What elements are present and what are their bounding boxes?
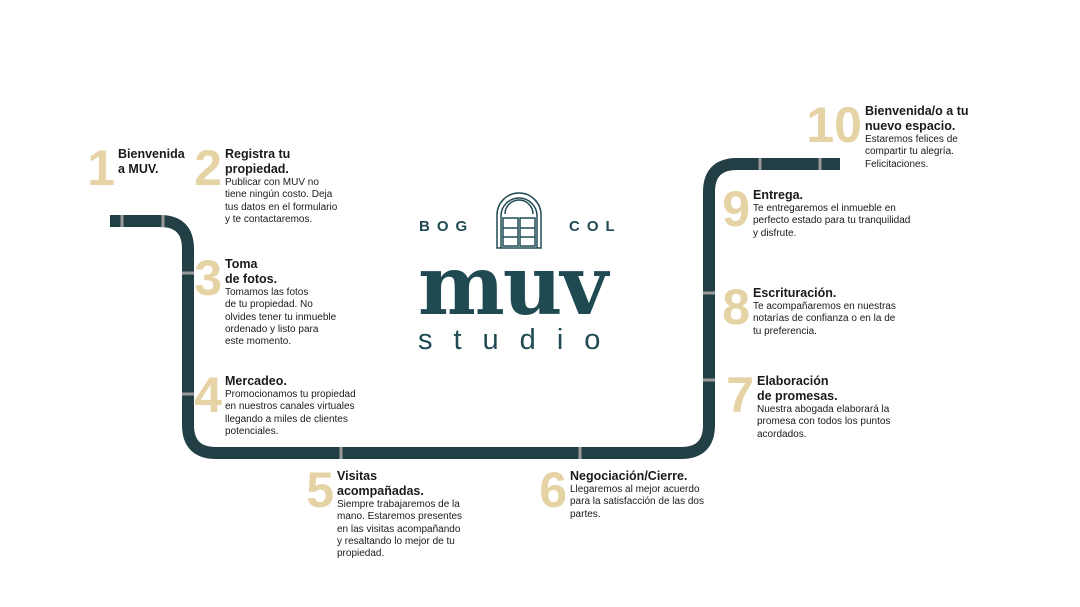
step-description: Nuestra abogada elaborará la promesa con… — [757, 404, 891, 440]
step-number: 7 — [726, 367, 754, 423]
step-title: Bienvenida a MUV. — [118, 147, 185, 176]
step-title: Bienvenida/o a tu nuevo espacio. — [865, 104, 969, 133]
step-description: Tomamos las fotos de tu propiedad. No ol… — [225, 287, 337, 348]
brand-sub: studio — [418, 324, 622, 356]
step-number: 4 — [194, 367, 222, 423]
step-number: 9 — [722, 181, 750, 237]
step-number: 6 — [539, 462, 567, 518]
step-title: Entrega. — [753, 188, 804, 202]
step-title: Negociación/Cierre. — [570, 469, 688, 483]
step-title: Registra tu propiedad. — [225, 147, 291, 176]
step-title: Mercadeo. — [225, 374, 287, 388]
step-number: 5 — [306, 462, 334, 518]
step-number: 2 — [194, 140, 222, 196]
step-description: Llegaremos al mejor acuerdo para la sati… — [570, 484, 704, 520]
step-description: Promocionamos tu propiedad en nuestros c… — [225, 389, 356, 437]
step-title: Escrituración. — [753, 286, 837, 300]
step-title: Visitas acompañadas. — [337, 469, 424, 498]
brand-name: muv — [418, 238, 608, 334]
step-number: 10 — [806, 97, 862, 153]
step-description: Publicar con MUV no tiene ningún costo. … — [225, 177, 338, 225]
step-number: 1 — [87, 140, 115, 196]
step-number: 8 — [722, 279, 750, 335]
step-title: Elaboración de promesas. — [757, 374, 838, 403]
step-title: Toma de fotos. — [225, 257, 278, 286]
road-ticks — [120, 158, 822, 459]
city-right: COL — [569, 218, 622, 235]
city-left: BOG — [419, 218, 475, 235]
step-description: Estaremos felices de compartir tu alegrí… — [865, 134, 958, 170]
step-description: Te entregaremos el inmueble en perfecto … — [753, 203, 911, 239]
step-description: Te acompañaremos en nuestras notarías de… — [753, 301, 896, 337]
step-number: 3 — [194, 250, 222, 306]
step-description: Siempre trabajaremos de la mano. Estarem… — [337, 499, 463, 560]
